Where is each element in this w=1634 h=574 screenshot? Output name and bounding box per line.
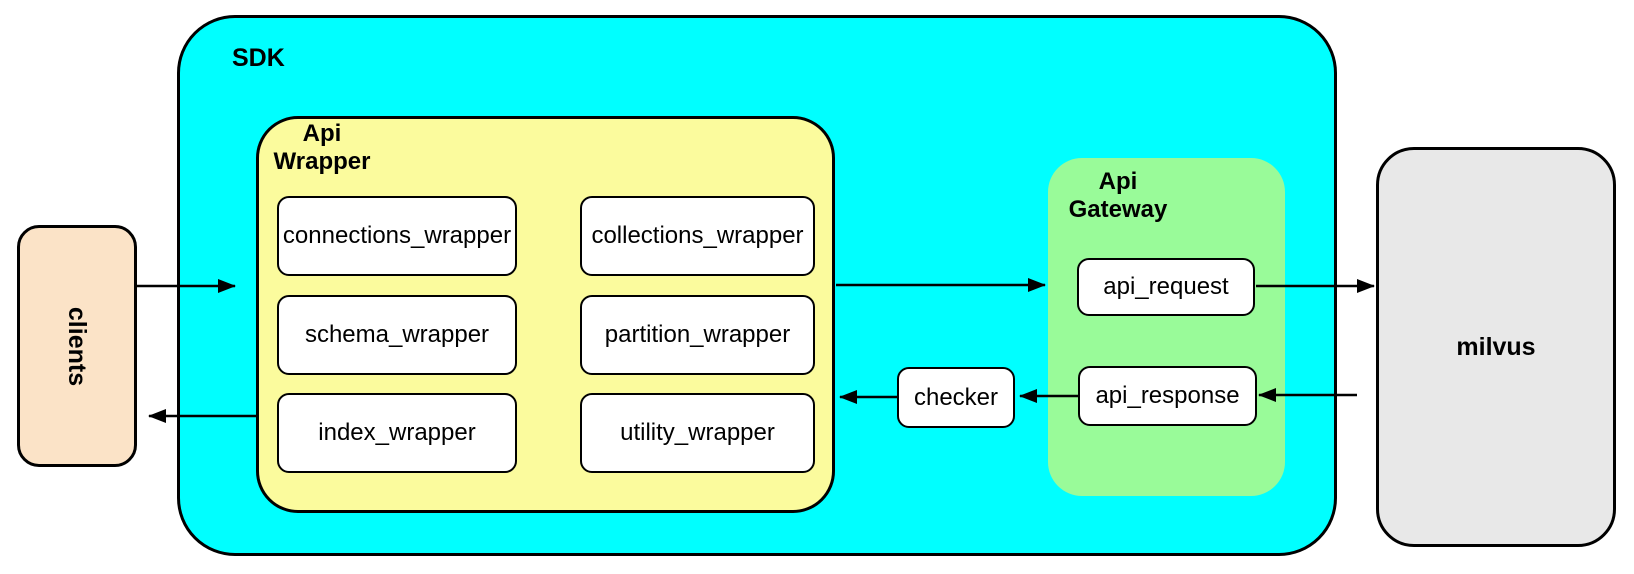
checker-node: checker	[897, 367, 1015, 428]
sdk-container: SDK Api Wrapper connections_wrapper coll…	[177, 15, 1337, 556]
wrapper-box-index: index_wrapper	[277, 393, 517, 473]
sdk-label: SDK	[232, 44, 285, 72]
api-wrapper-container: Api Wrapper connections_wrapper collecti…	[256, 116, 835, 513]
wrapper-box-schema: schema_wrapper	[277, 295, 517, 375]
wrapper-box-partition: partition_wrapper	[580, 295, 815, 375]
clients-node: clients	[17, 225, 137, 467]
api-request-node: api_request	[1077, 258, 1255, 316]
wrapper-box-connections: connections_wrapper	[277, 196, 517, 276]
clients-label: clients	[63, 306, 92, 386]
wrapper-box-collections: collections_wrapper	[580, 196, 815, 276]
api-response-node: api_response	[1078, 366, 1257, 426]
api-wrapper-label: Api Wrapper	[273, 120, 371, 175]
api-gateway-container: Api Gateway api_request api_response	[1048, 158, 1285, 496]
api-gateway-label: Api Gateway	[1068, 168, 1168, 223]
wrapper-box-utility: utility_wrapper	[580, 393, 815, 473]
milvus-node: milvus	[1376, 147, 1616, 547]
